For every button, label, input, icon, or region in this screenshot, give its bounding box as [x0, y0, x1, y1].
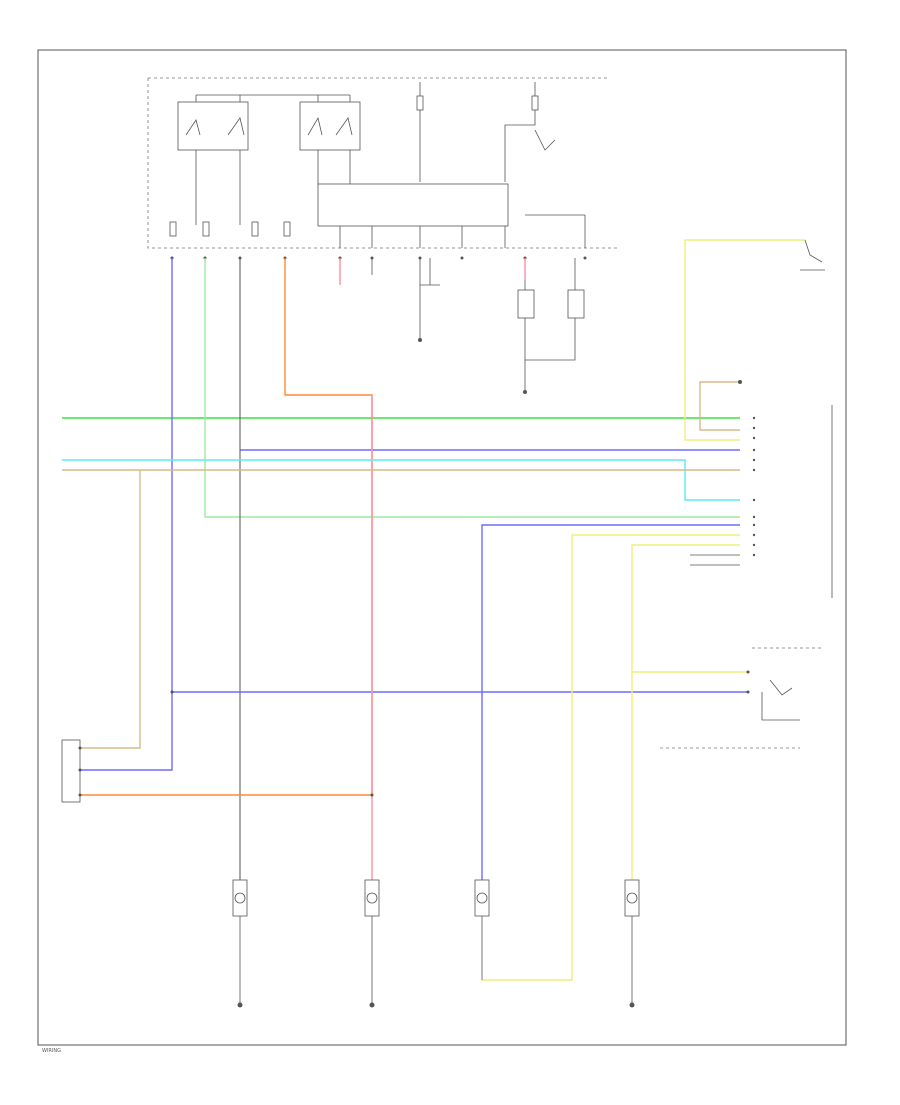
box-ground-wires — [371, 258, 585, 394]
blue-wire-lamp3 — [481, 524, 740, 880]
blue-wire-left — [80, 258, 173, 771]
yellow-wire-top — [684, 239, 805, 441]
left-connector — [61, 690, 374, 803]
top-right-switch — [800, 239, 825, 271]
lamp-1 — [232, 879, 248, 1008]
lamp-3 — [474, 879, 490, 980]
orange-wire — [80, 258, 373, 796]
box-connector-pins — [170, 256, 587, 260]
diagram-border — [37, 49, 847, 1046]
light-green-wire — [204, 258, 740, 518]
tan-wire-left — [80, 470, 141, 749]
stop-lamp-switch — [660, 647, 822, 749]
footer-code: WIRING — [42, 1048, 61, 1054]
yellow-wire-lamp3 — [482, 534, 740, 981]
combination-switch-connector — [690, 380, 833, 598]
lamp-4 — [624, 879, 640, 1008]
fuse-relay-box — [147, 77, 618, 249]
cyan-wire — [62, 459, 740, 501]
tan-wire-right — [699, 381, 740, 431]
yellow-wire-lamp4 — [631, 544, 740, 880]
lamp-2 — [364, 879, 380, 1008]
